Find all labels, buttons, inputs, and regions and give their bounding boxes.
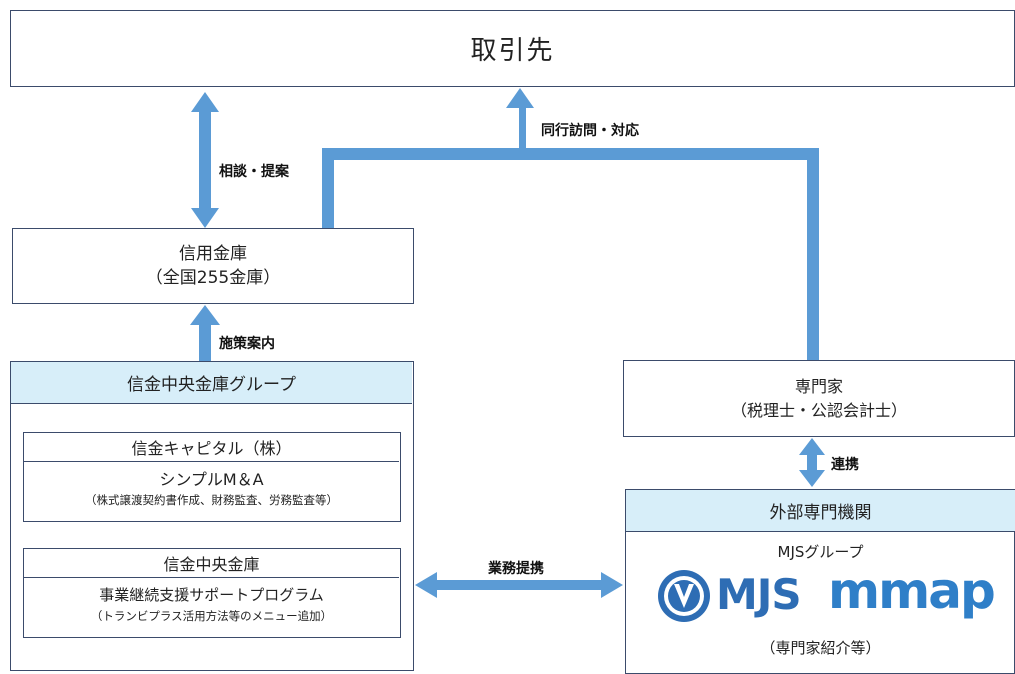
cooperation-label: 連携 — [831, 457, 859, 473]
group-header: 信金中央金庫グループ — [11, 362, 412, 404]
logo-mjs-text: MJS — [716, 570, 802, 619]
consult-arrow — [191, 92, 219, 228]
capital-service: シンプルM＆A — [159, 470, 264, 489]
capital-box: 信金キャピタル（株） シンプルM＆A （株式譲渡契約書作成、財務監査、労務監査等… — [23, 432, 401, 522]
visit-path — [322, 88, 819, 360]
client-box: 取引先 — [10, 10, 1015, 87]
shinkin-count: （全国255金庫） — [145, 268, 281, 288]
cooperation-arrow — [799, 438, 825, 487]
shinkin-box: 信用金庫 （全国255金庫） — [12, 228, 414, 304]
client-title: 取引先 — [470, 36, 555, 66]
visit-label: 同行訪問・対応 — [541, 123, 639, 139]
expert-name: 専門家 — [794, 376, 843, 396]
external-box: 外部専門機関 MJSグループ MJS mmap （専門家紹介等） — [625, 489, 1015, 674]
mjs-emblem-icon — [658, 570, 710, 622]
shinkin-name: 信用金庫 — [179, 244, 247, 264]
expert-box: 専門家 （税理士・公認会計士） — [623, 360, 1015, 437]
shinkin-group-box: 信金中央金庫グループ 信金キャピタル（株） シンプルM＆A （株式譲渡契約書作成… — [10, 361, 414, 671]
expert-detail: （税理士・公認会計士） — [730, 400, 907, 420]
mjs-group-name: MJSグループ — [777, 542, 864, 561]
logo-mmap-text: mmap — [828, 562, 996, 620]
external-footer: （専門家紹介等） — [760, 638, 881, 657]
central-box: 信金中央金庫 事業継続支援サポートプログラム （トランビプラス活用方法等のメニュ… — [23, 548, 401, 638]
central-title: 信金中央金庫 — [24, 549, 399, 578]
capital-detail: （株式譲渡契約書作成、財務監査、労務監査等） — [85, 493, 338, 507]
policy-label: 施策案内 — [219, 336, 275, 352]
consult-label: 相談・提案 — [219, 164, 289, 180]
capital-title: 信金キャピタル（株） — [24, 433, 399, 462]
central-service: 事業継続支援サポートプログラム — [99, 585, 324, 604]
external-header: 外部専門機関 — [626, 490, 1015, 532]
alliance-arrow — [415, 572, 623, 598]
alliance-label: 業務提携 — [488, 561, 544, 577]
policy-arrow — [190, 305, 220, 361]
central-detail: （トランビプラス活用方法等のメニュー追加） — [90, 609, 333, 623]
mjs-mmap-logo: MJS mmap — [656, 562, 996, 624]
